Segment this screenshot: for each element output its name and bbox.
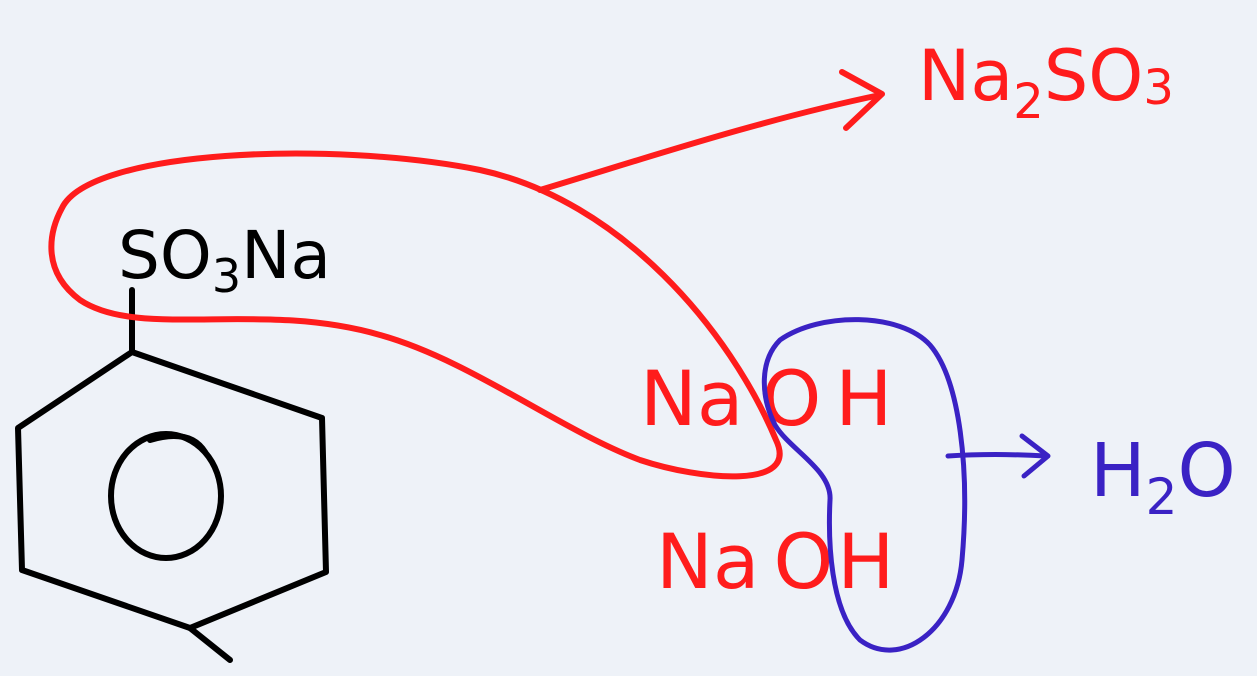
blue-arrow-head xyxy=(1019,433,1051,479)
naoh-1-o: O xyxy=(761,354,821,443)
red-arrow-shaft xyxy=(537,92,883,193)
naoh-2-na: Na xyxy=(656,517,759,606)
naoh-2-o: O xyxy=(773,517,833,606)
h2o-subscript-2: 2 xyxy=(1146,468,1178,526)
h2o-h: H xyxy=(1090,428,1146,514)
blue-arrow-shaft xyxy=(945,452,1049,459)
blue-grouping-loop xyxy=(761,317,968,653)
naoh-2-h: H xyxy=(837,517,894,606)
red-arrow-head xyxy=(839,69,885,131)
naoh-1-h: H xyxy=(835,354,892,443)
ring-inner-circle-overstroke xyxy=(147,433,208,455)
ring-hexagon xyxy=(15,349,329,631)
substituent-na: Na xyxy=(241,217,331,294)
product-h2o: H2O xyxy=(1090,428,1236,526)
substituent-subscript-3: 3 xyxy=(212,249,241,303)
red-grouping-loop xyxy=(48,150,783,480)
substituent-so: SO xyxy=(118,217,212,294)
h2o-o: O xyxy=(1177,428,1235,514)
na2so3-subscript-2: 2 xyxy=(1013,74,1044,130)
ring-bottom-stroke xyxy=(187,625,233,663)
product-na2so3: Na2SO3 xyxy=(918,35,1174,130)
na2so3-so: SO xyxy=(1044,35,1144,117)
benzene-ring xyxy=(15,287,329,663)
naoh-1-na: Na xyxy=(640,354,743,443)
na2so3-subscript-3: 3 xyxy=(1143,60,1174,116)
na2so3-na: Na xyxy=(918,35,1013,117)
substituent-label: SO3Na xyxy=(118,217,331,303)
